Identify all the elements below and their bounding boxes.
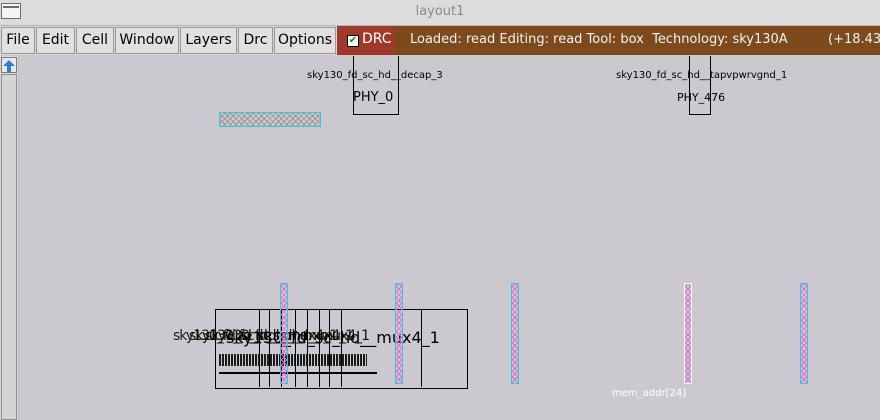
menu-edit[interactable]: Edit: [36, 27, 75, 54]
menu-file[interactable]: File: [1, 27, 35, 54]
window-title: layout1: [415, 4, 465, 19]
scroll-up-arrow-icon[interactable]: [1, 57, 17, 73]
metal-shape[interactable]: [219, 112, 321, 127]
cell-outline[interactable]: [353, 56, 399, 115]
cell-name-label: sky130_fd_sc_hd__tapvpwrvgnd_1: [616, 70, 788, 81]
metal-rail-selected[interactable]: [684, 283, 692, 384]
scroll-track[interactable]: [1, 74, 17, 420]
overlapping-cell-label: sky130_fd_sc_hd__mux4_1: [189, 328, 354, 344]
metal-rail[interactable]: [511, 283, 519, 384]
title-bar: layout1: [0, 0, 880, 26]
vertical-scrollbar[interactable]: [0, 56, 19, 420]
instance-label: PHY_476: [677, 91, 726, 104]
cell-name-label: sky130_fd_sc_hd__decap_3: [307, 70, 443, 81]
cell-divider: [329, 309, 330, 387]
menu-layers[interactable]: Layers: [180, 27, 237, 54]
status-text: Loaded: read Editing: read Tool: box Tec…: [410, 32, 788, 47]
cell-divider: [259, 309, 260, 387]
cell-divider: [421, 309, 422, 387]
drc-label: DRC: [362, 31, 392, 47]
drc-checkbox[interactable]: ✔: [347, 35, 359, 47]
overlapping-instance-labels: [219, 354, 367, 366]
cell-divider: [319, 309, 320, 387]
cell-divider: [295, 309, 296, 387]
cell-divider: [269, 309, 270, 387]
cursor-coordinates: (+18.43: [828, 32, 880, 47]
metal-rail[interactable]: [395, 283, 403, 384]
cell-outline[interactable]: [689, 56, 711, 115]
drc-toggle[interactable]: ✔ DRC: [337, 26, 394, 55]
cell-divider: [307, 309, 308, 387]
layout-canvas[interactable]: sky130_fd_sc_hd__decap_3 PHY_0 sky130_fd…: [19, 56, 880, 420]
metal-rail[interactable]: [280, 283, 288, 384]
overlapping-instance-underline: [219, 372, 377, 374]
metal-rail[interactable]: [800, 283, 808, 384]
menu-window[interactable]: Window: [115, 27, 179, 54]
menu-cell[interactable]: Cell: [76, 27, 114, 54]
menu-drc[interactable]: Drc: [238, 27, 273, 54]
instance-label: PHY_0: [353, 90, 394, 105]
net-label: mem_addr[24]: [612, 388, 687, 399]
overlapping-cell-label: sky130_fd_sc_hd__mux4_1: [173, 328, 338, 344]
cell-divider: [341, 309, 342, 387]
status-bar: Loaded: read Editing: read Tool: box Tec…: [394, 26, 880, 55]
menu-options[interactable]: Options: [274, 27, 336, 54]
overlapping-cell-label: sky130_fd_sc_hd__mux4_1: [226, 328, 440, 347]
window-menu-icon[interactable]: [1, 3, 21, 19]
